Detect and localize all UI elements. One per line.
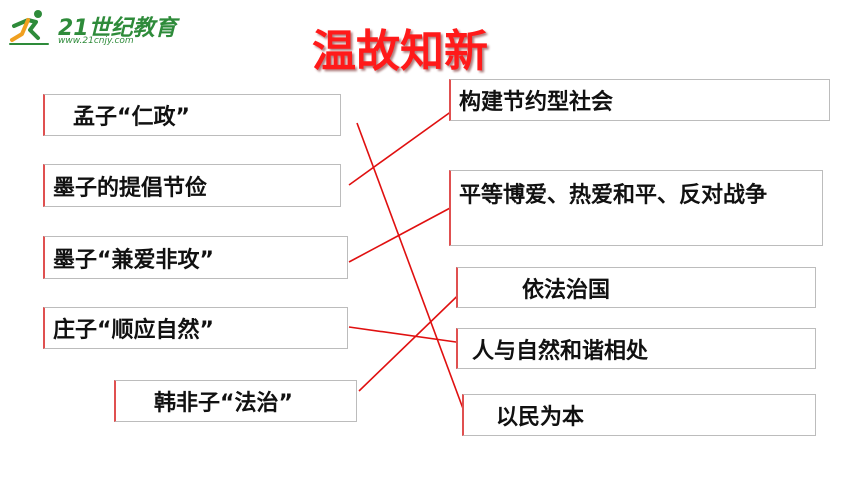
left-item-label: 孟子“仁政” (73, 105, 190, 130)
right-item-label: 构建节约型社会 (459, 90, 614, 115)
left-item-mencius[interactable]: 孟子“仁政” (43, 94, 341, 136)
match-line (356, 122, 466, 415)
right-item-rule-of-law[interactable]: 依法治国 (456, 267, 816, 308)
right-item-harmony-nature[interactable]: 人与自然和谐相处 (456, 328, 816, 369)
left-item-label: 墨子“兼爱非攻” (53, 247, 214, 273)
runner-logo-icon (9, 10, 49, 45)
match-line (348, 326, 464, 344)
left-item-label: 韩非子“法治” (154, 391, 293, 416)
right-item-label: 依法治国 (522, 277, 611, 303)
match-line (348, 110, 453, 186)
right-item-label: 以民为本 (496, 405, 585, 430)
left-item-zhuangzi[interactable]: 庄子“顺应自然” (43, 307, 348, 349)
match-line (348, 206, 453, 263)
left-item-hanfeizi[interactable]: 韩非子“法治” (114, 380, 357, 422)
left-item-mozi-universal-love[interactable]: 墨子“兼爱非攻” (43, 236, 348, 279)
left-item-mozi-frugality[interactable]: 墨子的提倡节俭 (43, 164, 341, 207)
right-item-label: 人与自然和谐相处 (472, 338, 649, 364)
logo-name: 21世纪教育 (58, 16, 177, 41)
left-item-label: 庄子“顺应自然” (53, 318, 214, 343)
right-item-conservation-society[interactable]: 构建节约型社会 (449, 79, 830, 121)
logo: 21世纪教育 www.21cnjy.com (8, 8, 178, 48)
left-item-label: 墨子的提倡节俭 (53, 175, 208, 201)
page-title: 温故知新 (312, 26, 488, 77)
right-item-label: 平等博爱、热爱和平、反对战争 (459, 183, 768, 208)
logo-url: www.21cnjy.com (58, 36, 134, 46)
right-item-peace[interactable]: 平等博爱、热爱和平、反对战争 (449, 170, 823, 246)
right-item-people-oriented[interactable]: 以民为本 (462, 394, 816, 436)
